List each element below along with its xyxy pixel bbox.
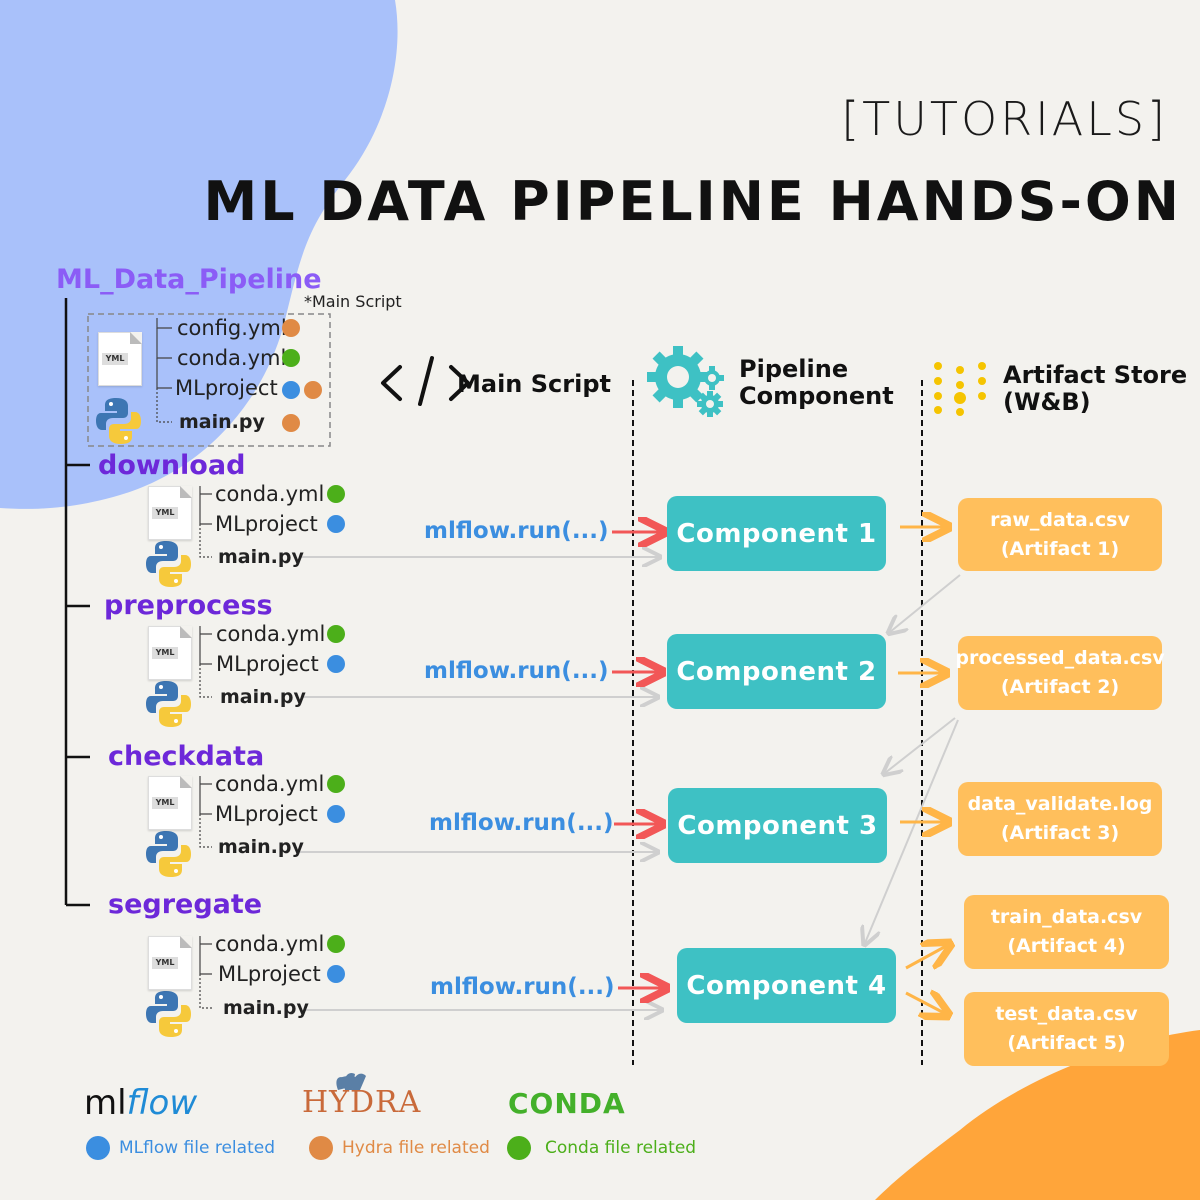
artifact-name: processed_data.csv [955, 647, 1165, 669]
pipeline-header-line2: Component [739, 382, 894, 410]
hydra-creature-icon [336, 1072, 366, 1090]
component-4[interactable]: Component 4 [677, 948, 896, 1023]
mlflow-run-label: mlflow.run(...) [429, 810, 614, 836]
hydra-dot [304, 381, 322, 399]
conda-dot [327, 485, 345, 503]
file-config-yml[interactable]: config.yml [177, 316, 287, 340]
file-main-py[interactable]: main.py [179, 411, 265, 433]
mlflow-run-label: mlflow.run(...) [430, 974, 615, 1000]
main-script-box [87, 313, 331, 447]
artifact-name: train_data.csv [990, 906, 1143, 928]
artifact-name: test_data.csv [995, 1003, 1138, 1025]
artifact-name: raw_data.csv [990, 508, 1130, 531]
conda-dot [282, 349, 300, 367]
conda-dot [327, 935, 345, 953]
mlflow-run-label: mlflow.run(...) [424, 518, 609, 544]
yml-file-icon: YML [148, 626, 192, 680]
mlflow-legend-label: MLflow file related [119, 1138, 275, 1158]
conda-legend-label: Conda file related [545, 1138, 697, 1158]
artifact-label: (Artifact 1) [1000, 537, 1120, 560]
file-main-py[interactable]: main.py [218, 546, 304, 568]
main-script-header: Main Script [457, 370, 611, 398]
python-logo-preprocess [146, 681, 191, 727]
artifact-name: data_validate.log [967, 793, 1153, 815]
yml-file-icon: YML [148, 936, 192, 990]
hydra-legend-dot [309, 1136, 333, 1160]
orange-blob [875, 1030, 1200, 1200]
artifact-label: (Artifact 5) [1007, 1032, 1126, 1054]
file-mlproject[interactable]: MLproject [216, 652, 319, 676]
artifact-header-line2: (W&B) [1003, 388, 1091, 416]
conda-logo: CONDA [508, 1087, 626, 1120]
artifact-label: (Artifact 2) [1000, 676, 1120, 698]
folder-download[interactable]: download [98, 450, 246, 481]
file-main-py[interactable]: main.py [220, 686, 306, 708]
artifact-3[interactable]: data_validate.log (Artifact 3) [958, 782, 1162, 856]
mlflow-logo-flow: flow [126, 1083, 198, 1123]
python-logo-segregate [146, 991, 191, 1037]
file-mlproject[interactable]: MLproject [218, 962, 321, 986]
file-conda-yml[interactable]: conda.yml [216, 622, 326, 646]
folder-checkdata[interactable]: checkdata [108, 741, 265, 772]
artifact-4[interactable]: train_data.csv (Artifact 4) [964, 895, 1169, 969]
hydra-dot [282, 414, 300, 432]
python-logo-root [96, 398, 141, 444]
artifact-label: (Artifact 4) [1007, 935, 1126, 957]
folder-segregate[interactable]: segregate [108, 889, 263, 920]
artifact-label: (Artifact 3) [1000, 822, 1120, 844]
mlflow-dot [282, 381, 300, 399]
dots-icon [934, 362, 986, 416]
python-logo-download [146, 541, 191, 587]
yml-file-icon: YML [148, 776, 192, 830]
file-mlproject[interactable]: MLproject [215, 512, 318, 536]
file-conda-yml[interactable]: conda.yml [215, 772, 325, 796]
mlflow-dot [327, 655, 345, 673]
root-folder-name[interactable]: ML_Data_Pipeline [56, 264, 322, 295]
page-title: ML DATA PIPELINE HANDS-ON [203, 170, 1182, 233]
python-logo-checkdata [146, 831, 191, 877]
conda-dot [327, 625, 345, 643]
file-conda-yml[interactable]: conda.yml [177, 346, 287, 370]
mlflow-run-label: mlflow.run(...) [424, 658, 609, 684]
component-1[interactable]: Component 1 [667, 496, 886, 571]
mlflow-legend-dot [86, 1136, 110, 1160]
file-mlproject[interactable]: MLproject [215, 802, 318, 826]
file-conda-yml[interactable]: conda.yml [215, 482, 325, 506]
artifact-header-line1: Artifact Store [1003, 361, 1188, 389]
yml-file-icon: YML [148, 486, 192, 540]
mlflow-logo: mlflow [84, 1083, 197, 1123]
component-2[interactable]: Component 2 [667, 634, 886, 709]
artifact-2[interactable]: processed_data.csv (Artifact 2) [955, 636, 1165, 710]
yml-file-icon: YML [98, 332, 142, 386]
conda-dot [327, 775, 345, 793]
artifact-store-header: Artifact Store (W&B) [1003, 362, 1187, 416]
code-icon [381, 356, 470, 406]
gears-icon [647, 346, 724, 417]
artifact-5[interactable]: test_data.csv (Artifact 5) [964, 992, 1169, 1066]
hydra-dot [282, 319, 300, 337]
tutorials-tag: [TUTORIALS] [841, 92, 1168, 146]
file-conda-yml[interactable]: conda.yml [215, 932, 325, 956]
mlflow-dot [327, 805, 345, 823]
component-3[interactable]: Component 3 [668, 788, 887, 863]
file-mlproject[interactable]: MLproject [175, 376, 278, 400]
folder-preprocess[interactable]: preprocess [104, 590, 273, 621]
file-main-py[interactable]: main.py [218, 836, 304, 858]
pipeline-header-line1: Pipeline [739, 355, 849, 383]
artifact-1[interactable]: raw_data.csv (Artifact 1) [958, 498, 1162, 571]
conda-legend-dot [507, 1136, 531, 1160]
pipeline-component-header: Pipeline Component [739, 356, 894, 410]
hydra-legend-label: Hydra file related [342, 1138, 490, 1158]
mlflow-logo-ml: ml [84, 1083, 127, 1123]
main-script-note: *Main Script [304, 292, 402, 311]
mlflow-dot [327, 515, 345, 533]
hydra-logo: HYDRA [302, 1085, 422, 1120]
file-main-py[interactable]: main.py [223, 997, 309, 1019]
mlflow-dot [327, 965, 345, 983]
